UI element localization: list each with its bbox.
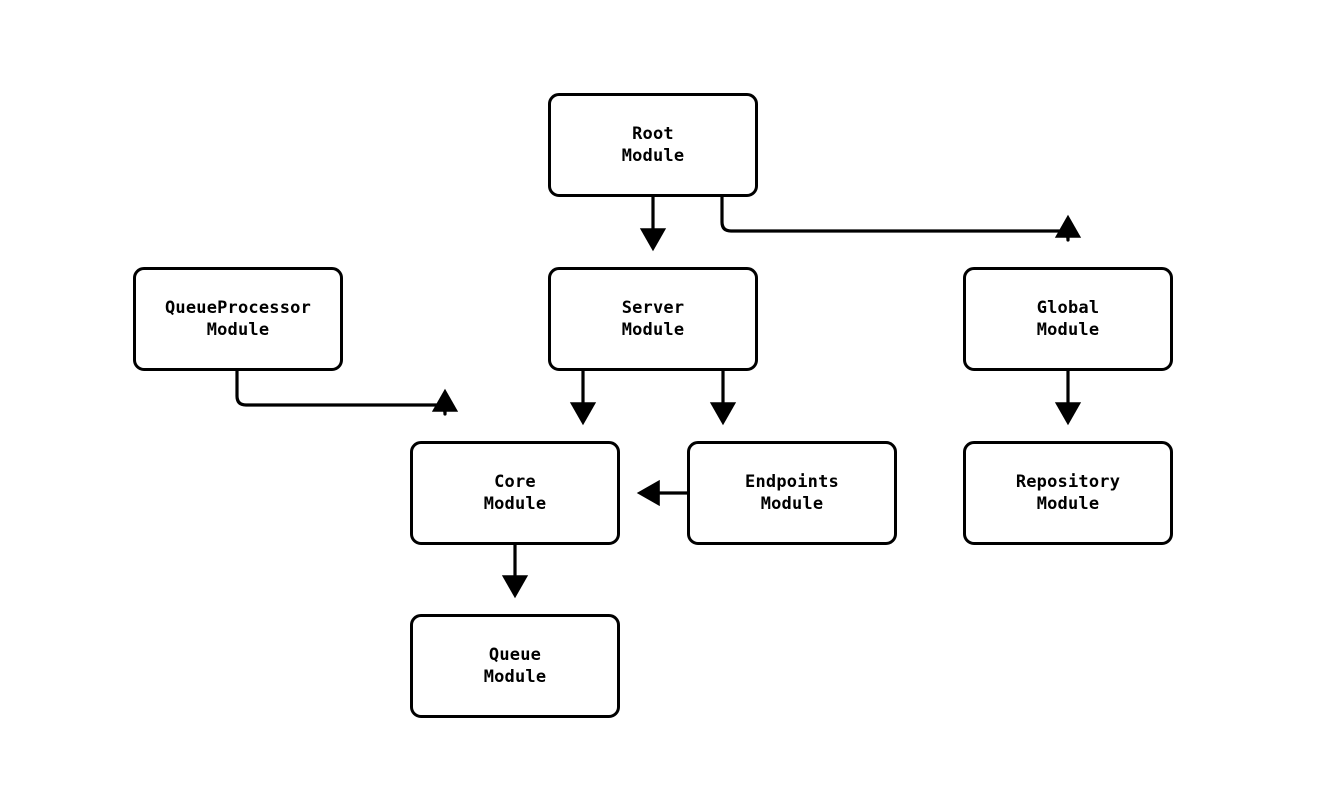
node-core-suffix: Module — [483, 494, 547, 514]
node-repository-suffix: Module — [1036, 494, 1100, 514]
node-queueprocessor-name: QueueProcessor — [164, 298, 312, 318]
node-endpoints-name: Endpoints — [745, 472, 839, 492]
node-global-name: Global — [1036, 298, 1100, 318]
node-root-suffix: Module — [621, 146, 685, 166]
edge-root-global — [720, 197, 1082, 242]
node-repository-name: Repository — [1015, 472, 1121, 492]
edges-group — [235, 197, 1082, 599]
node-endpoints-suffix: Module — [760, 494, 824, 514]
edge-queueprocessor-core — [235, 371, 459, 416]
node-global-suffix: Module — [1036, 320, 1100, 340]
node-queue-suffix: Module — [483, 667, 547, 687]
node-queue-name: Queue — [488, 645, 542, 665]
node-queueprocessor-suffix: Module — [206, 320, 270, 340]
node-core-name: Core — [494, 472, 536, 492]
node-root-name: Root — [632, 124, 674, 144]
node-server-name: Server — [621, 298, 685, 318]
node-server-suffix: Module — [621, 320, 685, 340]
